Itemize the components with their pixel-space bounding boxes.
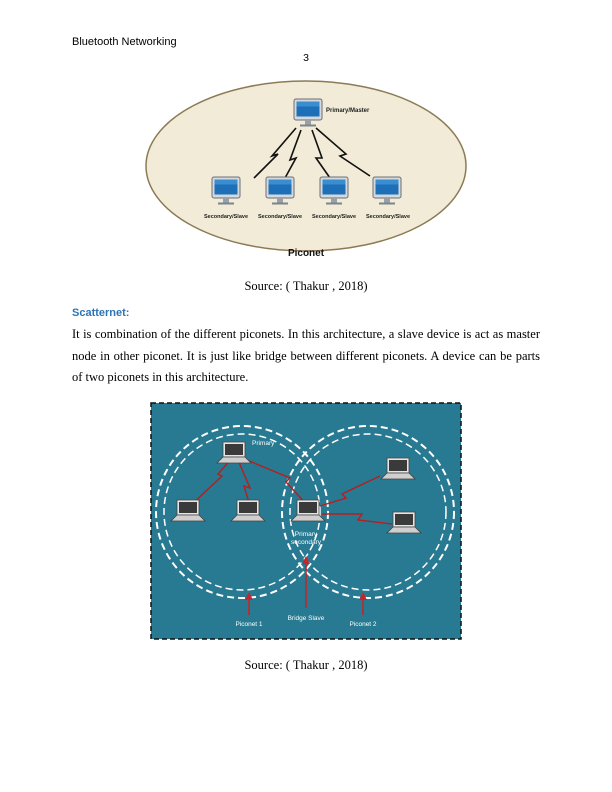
figure-caption: Source: ( Thakur , 2018) xyxy=(0,658,612,673)
shared-node-label: secondary xyxy=(291,539,322,546)
shared-node-label: Primary xyxy=(295,531,318,538)
primary-label: Primary xyxy=(252,440,275,447)
piconet2-label: Piconet 2 xyxy=(349,621,376,628)
scatternet-figure: Primary Primary secondary Piconet 1 Brid… xyxy=(150,402,462,640)
figure-caption: Source: ( Thakur , 2018) xyxy=(0,279,612,294)
section-heading: Scatternet: xyxy=(72,307,129,319)
bridge-label: Bridge Slave xyxy=(288,615,325,622)
slave-label: Secondary/Slave xyxy=(258,214,302,220)
slave-label: Secondary/Slave xyxy=(312,214,356,220)
running-header: Bluetooth Networking xyxy=(72,36,177,48)
slave-label: Secondary/Slave xyxy=(366,214,410,220)
primary-label: Primary/Master xyxy=(326,108,370,114)
piconet-figure: Primary/Master Secondary/Slave Secondary… xyxy=(138,78,475,262)
page-number: 3 xyxy=(0,52,612,64)
figure-title: Piconet xyxy=(288,248,325,259)
piconet1-label: Piconet 1 xyxy=(235,621,262,628)
body-paragraph: It is combination of the different picon… xyxy=(72,324,540,389)
slave-label: Secondary/Slave xyxy=(204,214,248,220)
